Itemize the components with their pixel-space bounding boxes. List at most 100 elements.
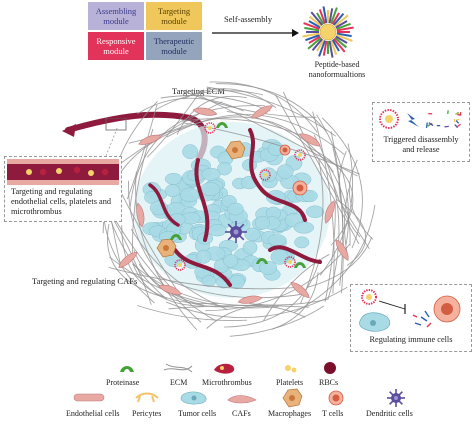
ecm-fiber [319, 143, 353, 276]
caf [290, 281, 310, 299]
nano-ray [318, 9, 326, 24]
ecm-fiber [348, 159, 374, 240]
responsive-module-label: Responsive module [96, 36, 136, 56]
nano-ray [305, 34, 320, 42]
caf [192, 107, 218, 116]
therapeutic-module-label: Therapeutic module [153, 36, 195, 56]
tumor-cell [180, 187, 200, 203]
ecm-fiber [157, 275, 307, 299]
tumor-cell [259, 260, 278, 275]
ecm-fiber [121, 225, 219, 305]
tumor-cell [254, 215, 271, 230]
disassembly-illustration [379, 109, 462, 129]
ecm-fiber [107, 223, 164, 298]
self-assembly-arrow [212, 29, 299, 37]
ecm-fiber [129, 105, 265, 207]
tumor-cell [196, 249, 212, 264]
fragment [455, 118, 460, 121]
responsive-module: Responsive module [88, 32, 144, 60]
nanoparticle [204, 122, 216, 134]
macrophages-icon [282, 388, 303, 408]
ecm-fiber [271, 272, 319, 330]
ecm-fiber [330, 131, 344, 294]
ecm-fiber [146, 90, 202, 158]
legend-macrophages: Macrophages [268, 409, 312, 418]
assembling-module-label: Assembling module [95, 6, 137, 26]
ecm-fiber [185, 91, 317, 118]
ecm-fiber [165, 286, 348, 319]
ecm-fiber [307, 237, 373, 288]
legend-microthrombus: Microthrombus [202, 378, 252, 387]
nanoparticle-core [178, 263, 182, 267]
tumor-cell [276, 164, 294, 179]
nano-ray [330, 7, 338, 24]
t-cell [279, 144, 291, 156]
ecm-fiber [263, 254, 330, 321]
proteinase [216, 122, 228, 128]
nanoparticle [259, 169, 271, 181]
nano-ray [322, 40, 328, 56]
nanoparticle [294, 149, 306, 161]
nano-ray [336, 26, 354, 32]
ecm-fiber [215, 83, 327, 132]
tumor-cell [227, 202, 244, 216]
targeting-module: Targeting module [146, 2, 202, 30]
nanoparticle-core [208, 126, 212, 130]
nano-ray [304, 26, 320, 32]
ecm-fiber [176, 95, 247, 135]
legend-rbcs: RBCs [319, 378, 339, 387]
tumor-cell [294, 236, 310, 249]
legend-proteinase: Proteinase [106, 378, 140, 387]
ecm-fiber [128, 180, 216, 322]
immune-label: Regulating immune cells [369, 335, 453, 344]
legend: Proteinase ECM Microthrombus Platelets R… [66, 360, 470, 424]
rbc-icon [324, 362, 336, 374]
nano-ray [311, 38, 323, 52]
fragment [444, 125, 449, 128]
legend-ecm: ECM [170, 378, 188, 387]
therapeutic-module: Therapeutic module [146, 32, 202, 60]
fragment [455, 120, 460, 124]
ecm-fiber [109, 256, 279, 309]
tumor-cell [244, 227, 261, 242]
self-assembly-label: Self-assembly [224, 14, 273, 24]
caf [324, 200, 335, 224]
nanoformulation-label: Peptide-based nanoformualtions [308, 60, 366, 79]
nano-ray [330, 40, 338, 55]
tumor-cell [228, 274, 245, 290]
ecm-fiber [155, 90, 264, 111]
nano-ray [302, 32, 320, 38]
targeting-ecm-label: Targeting ECM [172, 86, 225, 96]
ecm-fiber [133, 249, 234, 308]
proteinase [294, 262, 306, 268]
nano-ray [333, 38, 346, 53]
tumor-cell [242, 240, 258, 255]
nano-ray [316, 12, 325, 25]
tumor-cell [201, 167, 221, 181]
nano-ray [303, 22, 320, 30]
nano-ray [307, 37, 322, 50]
vessel-wall-illustration [7, 159, 119, 185]
dendritic-cell [225, 221, 247, 243]
tumor-cell [305, 205, 325, 218]
assembling-module: Assembling module [88, 2, 144, 30]
vessel-branch [268, 245, 322, 264]
ecm-fiber [160, 95, 271, 112]
tumor-cell [270, 249, 289, 265]
t-cells-icon [328, 390, 344, 406]
ecm-fiber [300, 159, 324, 304]
ecm-fiber [136, 305, 248, 321]
tumor-cell [301, 189, 318, 203]
fragment [456, 123, 461, 128]
nano-ray [328, 8, 334, 24]
nano-ray [335, 20, 348, 29]
nano-ray [331, 12, 340, 25]
tumor-cell [165, 184, 181, 198]
ecm-fiber [209, 81, 318, 133]
tumor-cell [182, 144, 199, 160]
pericytes-icon [135, 392, 159, 403]
immune-illustration [359, 289, 461, 332]
vessel-branch [173, 248, 232, 287]
tumor-cell [217, 161, 232, 176]
